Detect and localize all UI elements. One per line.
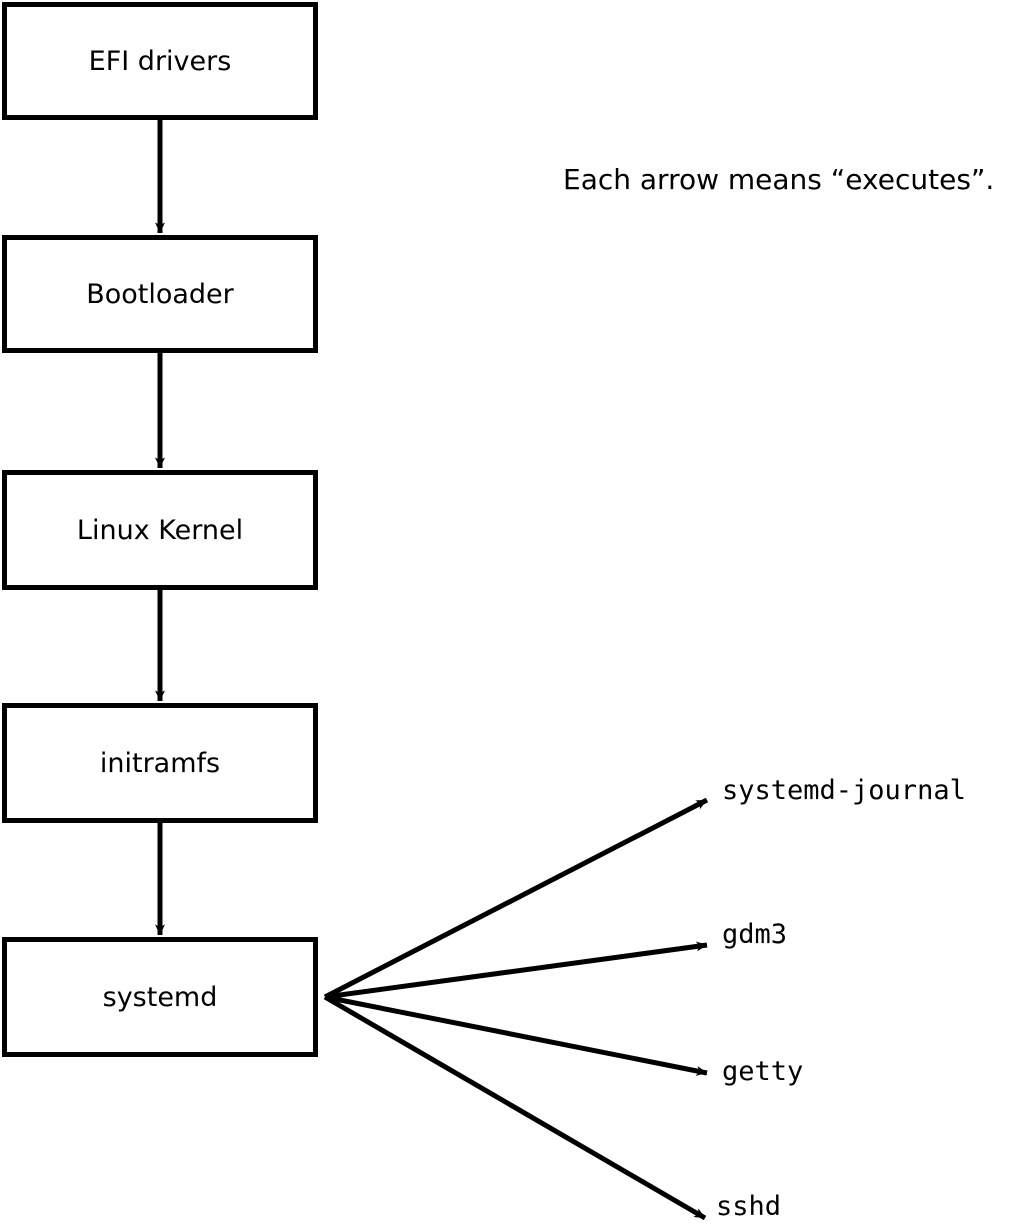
arrow-systemd-to-getty	[324, 994, 708, 1076]
service-label-systemd-journal[interactable]: systemd-journal	[722, 775, 966, 806]
service-label-sshd[interactable]: sshd	[716, 1191, 782, 1222]
node-label-efi-drivers: EFI drivers	[88, 45, 232, 77]
arrow-systemd-to-sshd	[323, 994, 707, 1221]
node-label-bootloader: Bootloader	[86, 278, 234, 310]
node-box-systemd[interactable]: systemd	[2, 937, 318, 1057]
service-label-getty[interactable]: getty	[722, 1056, 804, 1087]
node-box-linux-kernel[interactable]: Linux Kernel	[2, 470, 318, 590]
node-box-initramfs[interactable]: initramfs	[2, 703, 318, 823]
arrow-systemd-to-gdm3	[324, 941, 708, 1000]
node-label-systemd: systemd	[102, 981, 218, 1013]
arrow-systemd-to-systemd-journal	[323, 797, 709, 1000]
node-label-linux-kernel: Linux Kernel	[76, 514, 244, 546]
service-label-gdm3[interactable]: gdm3	[722, 919, 788, 950]
service-arrow-group	[323, 797, 709, 1221]
node-box-efi-drivers[interactable]: EFI drivers	[2, 2, 318, 120]
node-label-initramfs: initramfs	[99, 747, 221, 779]
legend-note: Each arrow means “executes”.	[563, 163, 995, 196]
node-box-bootloader[interactable]: Bootloader	[2, 235, 318, 353]
